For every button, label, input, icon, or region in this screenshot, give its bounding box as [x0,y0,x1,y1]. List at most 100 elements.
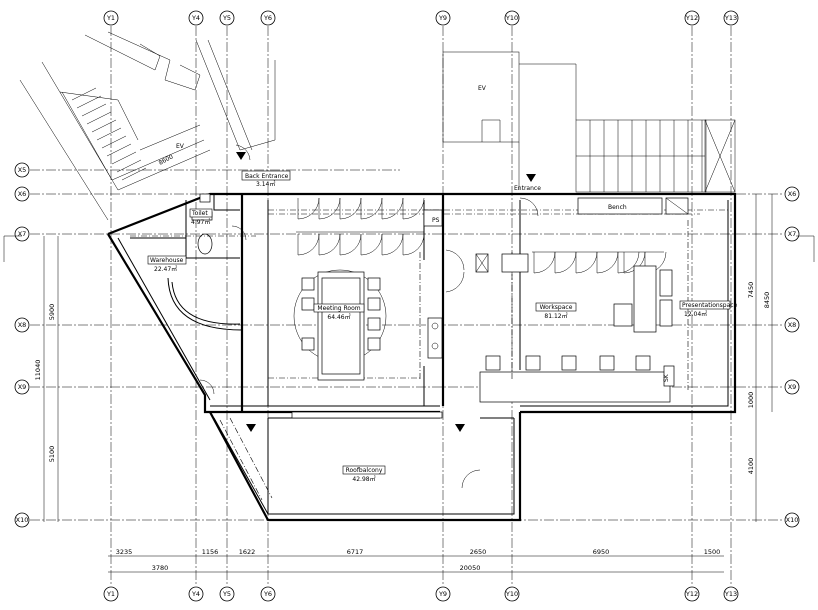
svg-text:Y9: Y9 [438,14,447,22]
svg-text:X8: X8 [788,321,797,329]
dim-6717: 6717 [347,548,364,556]
ev-label-left: EV [176,143,185,150]
dim-1000: 1000 [747,392,755,409]
room-workspace: Workspace 81.12㎡ [535,302,577,320]
workspace-area: 81.12㎡ [544,312,567,320]
grid-bubble-top-y9: Y9 [435,10,451,26]
svg-text:Y4: Y4 [191,590,200,598]
kitchen-counter [423,209,529,359]
svg-text:Y5: Y5 [222,14,231,22]
svg-text:X7: X7 [18,230,27,238]
svg-text:X9: X9 [788,383,797,391]
svg-text:Y6: Y6 [263,14,272,22]
grid-bubble-left-x8: X8 [14,317,30,333]
grid-bubble-bottom-y10: Y10 [504,586,520,602]
section-marker-right [796,235,815,262]
grid-bubble-right-x6: X6 [784,186,800,202]
svg-text:X7: X7 [788,230,797,238]
room-meeting: Meeting Room 64.46㎡ [313,303,365,321]
svg-text:Y1: Y1 [106,14,115,22]
stair-dimension: 8600 [158,153,175,166]
meeting-room-name: Meeting Room [317,305,360,312]
entrance-label: Entrance [514,185,541,192]
svg-text:Y6: Y6 [263,590,272,598]
grid-bubble-left-x6: X6 [14,186,30,202]
entrance-arrow [526,174,536,182]
dim-3780: 3780 [152,564,169,572]
grid-bubble-bottom-y6: Y6 [260,586,276,602]
meeting-room-area: 64.46㎡ [327,313,350,321]
svg-text:Y10: Y10 [505,590,518,598]
svg-text:X8: X8 [18,321,27,329]
dim-1622: 1622 [239,548,256,556]
grid-bubble-bottom-y4: Y4 [188,586,204,602]
svg-text:Y4: Y4 [191,14,200,22]
svg-text:Y13: Y13 [724,590,737,598]
dim-7450: 7450 [747,282,755,299]
grid-bubble-right-x9: X9 [784,379,800,395]
meeting-table [293,269,387,381]
back-entrance-area: 3.14㎡ [256,180,275,188]
dimension-lines-left [43,236,59,522]
svg-text:Y13: Y13 [724,14,737,22]
grid-bubble-top-y10: Y10 [504,10,520,26]
grid-bubbles: Y1Y1Y4Y4Y5Y5Y6Y6Y9Y9Y10Y10Y12Y12Y13Y13X5… [14,10,800,602]
workspace-furniture [485,197,689,387]
back-entrance-name: Back Entrance [245,173,289,180]
sk-label: SK [663,373,670,382]
grid-bubble-right-x8: X8 [784,317,800,333]
svg-text:X6: X6 [18,190,27,198]
room-back-entrance: Back Entrance 3.14㎡ [241,170,291,188]
warehouse-name: Warehouse [150,257,184,264]
dimension-row-2: 3780 20050 [152,564,481,572]
grid-bubble-right-x7: X7 [784,226,800,242]
dim-5900: 5900 [48,304,56,321]
dim-4100: 4100 [747,458,755,475]
svg-text:Y12: Y12 [685,590,698,598]
presentation-name: Presentationspace [682,302,738,309]
room-roof-balcony: Roofbalcony 42.98㎡ [342,465,386,483]
back-rooms [130,144,251,395]
svg-text:Y10: Y10 [505,14,518,22]
main-walls [107,192,737,522]
svg-text:Y9: Y9 [438,590,447,598]
dimension-left: 5900 11040 5100 [34,304,56,463]
grid-bubble-bottom-y1: Y1 [103,586,119,602]
room-warehouse: Warehouse 22.47㎡ [147,255,187,273]
stair-block-left [19,31,276,221]
dimension-lines-right [755,194,773,522]
dim-20050: 20050 [460,564,481,572]
dim-6950: 6950 [593,548,610,556]
toilet-area: 4.97㎡ [191,218,210,226]
ev-label-top: EV [478,85,487,92]
workspace-name: Workspace [540,304,573,311]
svg-text:Y12: Y12 [685,14,698,22]
roof-balcony-area: 42.98㎡ [352,475,375,483]
grid-bubble-left-x5: X5 [14,162,30,178]
grid-bubble-bottom-y13: Y13 [723,586,739,602]
svg-text:X10: X10 [786,516,799,524]
grid-bubble-top-y12: Y12 [684,10,700,26]
grid-bubble-top-y6: Y6 [260,10,276,26]
grid-bubble-bottom-y9: Y9 [435,586,451,602]
grid-bubble-left-x9: X9 [14,379,30,395]
svg-text:X5: X5 [18,166,27,174]
room-presentation: Presentationspace 12.04㎡ [679,300,738,318]
dim-1500: 1500 [704,548,721,556]
grid-bubble-bottom-y12: Y12 [684,586,700,602]
back-entrance-arrow [236,152,246,160]
grid-bubble-top-y13: Y13 [723,10,739,26]
grid-bubble-right-x10: X10 [784,512,800,528]
stair-right [575,119,736,193]
grid-bubble-left-x7: X7 [14,226,30,242]
room-toilet: Toilet 4.97㎡ [189,208,213,226]
grid-bubble-bottom-y5: Y5 [219,586,235,602]
section-marker-left [3,235,22,262]
presentation-area: 12.04㎡ [684,310,707,318]
dim-1156: 1156 [202,548,219,556]
ev-shaft-top [442,51,577,190]
toilet-name: Toilet [191,210,208,217]
dim-5100: 5100 [48,446,56,463]
entrance-arrow-balcony-left [246,424,256,432]
